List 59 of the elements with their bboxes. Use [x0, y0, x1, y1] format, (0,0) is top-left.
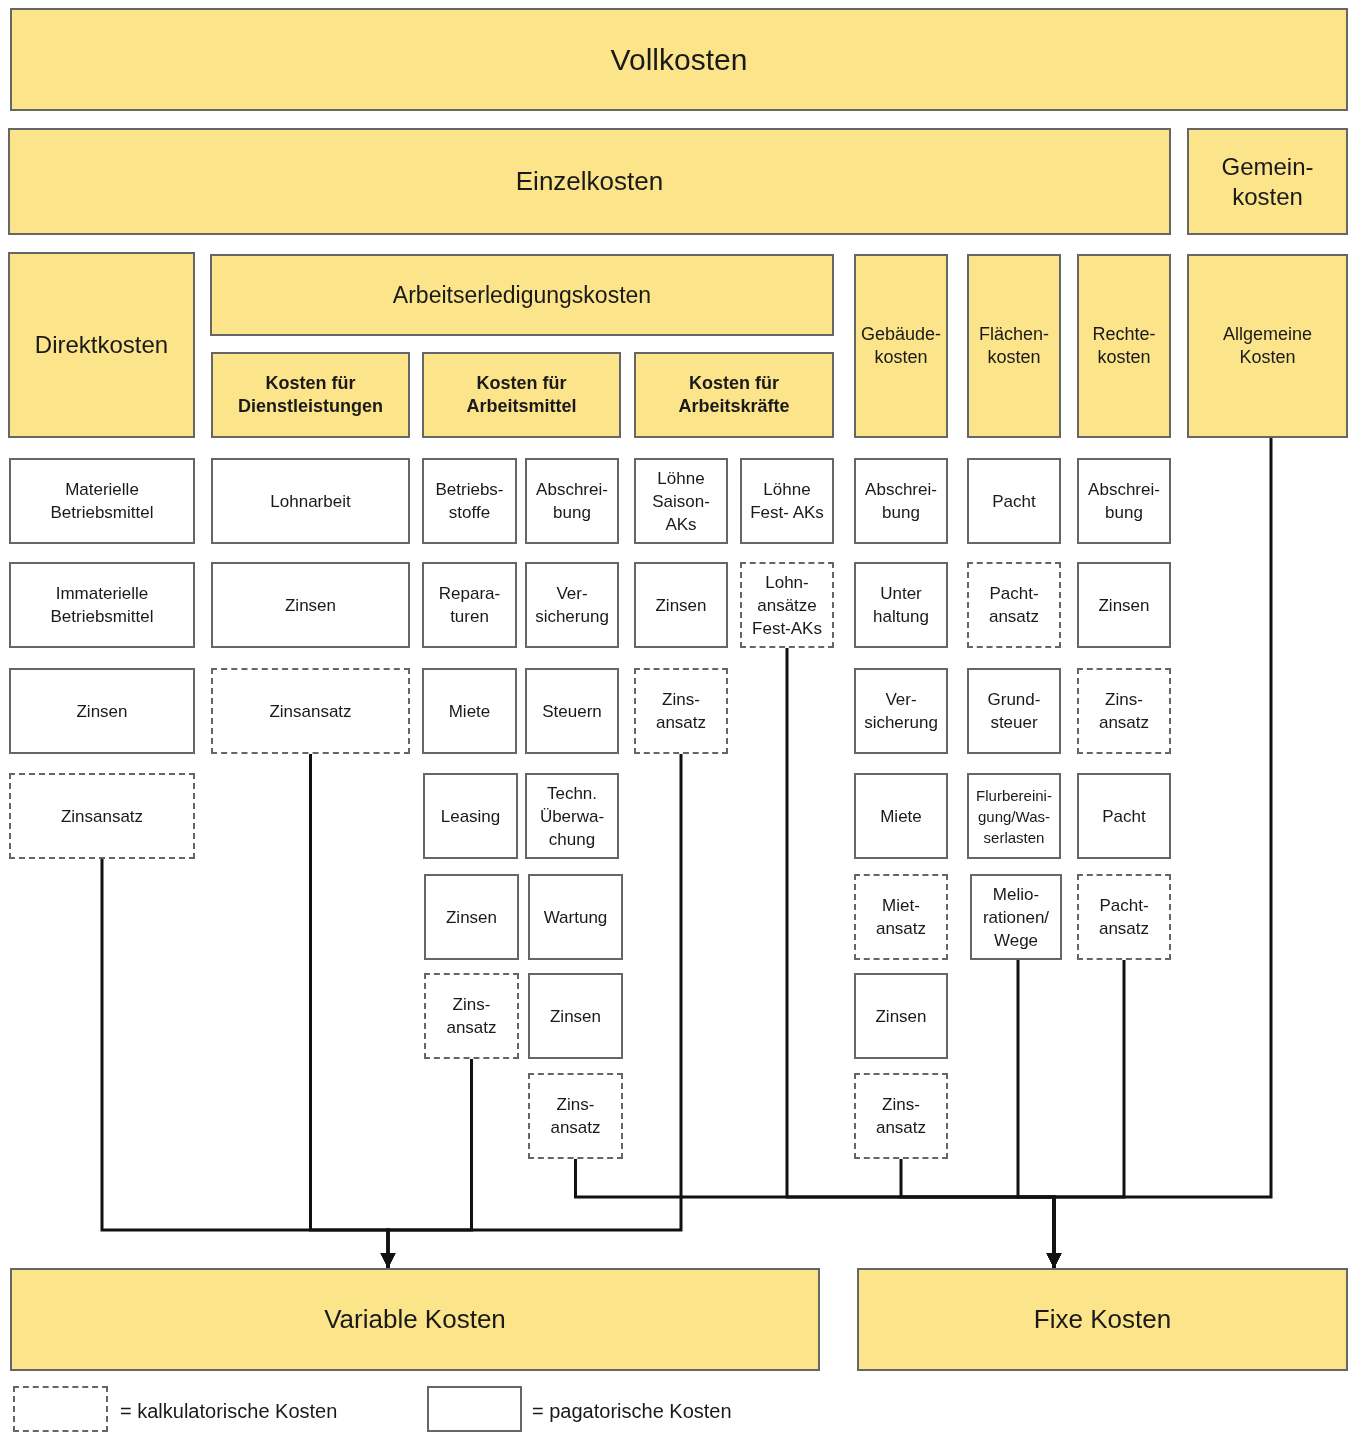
cost-item-box: Flurbereini- gung/Was- serlasten — [967, 773, 1061, 859]
cost-item-box: Repara- turen — [422, 562, 517, 648]
cost-item-box: Zins- ansatz — [424, 973, 519, 1059]
cost-item-box: Steuern — [525, 668, 619, 754]
cost-item-box: Löhne Saison- AKs — [634, 458, 728, 544]
cost-item-box: Zinsen — [211, 562, 410, 648]
legend-text: = kalkulatorische Kosten — [120, 1399, 338, 1424]
cost-item-box: Abschrei- bung — [854, 458, 948, 544]
cost-item-box: Ver- sicherung — [525, 562, 619, 648]
cost-category-box: Direktkosten — [8, 252, 195, 438]
cost-item-box: Zinsen — [634, 562, 728, 648]
cost-item-box: Abschrei- bung — [1077, 458, 1171, 544]
cost-category-box: Allgemeine Kosten — [1187, 254, 1348, 438]
cost-item-box: Zins- ansatz — [634, 668, 728, 754]
cost-item-box: Miete — [854, 773, 948, 859]
cost-item-box: Zinsen — [854, 973, 948, 1059]
cost-item-box: Pacht — [967, 458, 1061, 544]
cost-item-box: Leasing — [423, 773, 518, 859]
cost-item-box: Wartung — [528, 874, 623, 960]
cost-item-box: Zinsen — [424, 874, 519, 960]
cost-item-box: Immaterielle Betriebsmittel — [9, 562, 195, 648]
cost-item-box: Lohn- ansätze Fest-AKs — [740, 562, 834, 648]
cost-item-box: Melio- rationen/ Wege — [970, 874, 1062, 960]
cost-category-box: Flächen- kosten — [967, 254, 1061, 438]
cost-item-box: Miet- ansatz — [854, 874, 948, 960]
cost-item-box: Miete — [422, 668, 517, 754]
cost-item-box: Zinsen — [1077, 562, 1171, 648]
legend-text: = pagatorische Kosten — [532, 1399, 732, 1424]
cost-category-box: Rechte- kosten — [1077, 254, 1171, 438]
cost-item-box: Zinsen — [528, 973, 623, 1059]
cost-item-box: Zins- ansatz — [1077, 668, 1171, 754]
cost-category-box: Gemein- kosten — [1187, 128, 1348, 235]
cost-item-box: Betriebs- stoffe — [422, 458, 517, 544]
cost-category-box: Fixe Kosten — [857, 1268, 1348, 1371]
cost-item-box: Unter haltung — [854, 562, 948, 648]
cost-item-box: Zins- ansatz — [854, 1073, 948, 1159]
cost-item-box: Zins- ansatz — [528, 1073, 623, 1159]
cost-item-box: Zinsansatz — [9, 773, 195, 859]
cost-item-box: Löhne Fest- AKs — [740, 458, 834, 544]
cost-item-box: Ver- sicherung — [854, 668, 948, 754]
cost-category-box: Kosten für Dienstleistungen — [211, 352, 410, 438]
cost-category-box: Arbeitserledigungskosten — [210, 254, 834, 336]
cost-item-box: Materielle Betriebsmittel — [9, 458, 195, 544]
cost-item-box: Techn. Überwa- chung — [525, 773, 619, 859]
cost-category-box: Vollkosten — [10, 8, 1348, 111]
cost-category-box: Gebäude- kosten — [854, 254, 948, 438]
cost-item-box: Abschrei- bung — [525, 458, 619, 544]
cost-item-box: Zinsansatz — [211, 668, 410, 754]
cost-item-box: Pacht — [1077, 773, 1171, 859]
cost-category-box: Kosten für Arbeitsmittel — [422, 352, 621, 438]
cost-item-box: Zinsen — [9, 668, 195, 754]
cost-item-box: Lohnarbeit — [211, 458, 410, 544]
cost-category-box: Variable Kosten — [10, 1268, 820, 1371]
cost-item-box: Grund- steuer — [967, 668, 1061, 754]
cost-category-box: Einzelkosten — [8, 128, 1171, 235]
cost-category-box: Kosten für Arbeitskräfte — [634, 352, 834, 438]
connector-arrow — [380, 754, 683, 1268]
cost-item-box: Pacht- ansatz — [1077, 874, 1171, 960]
cost-item-box: Pacht- ansatz — [967, 562, 1061, 648]
